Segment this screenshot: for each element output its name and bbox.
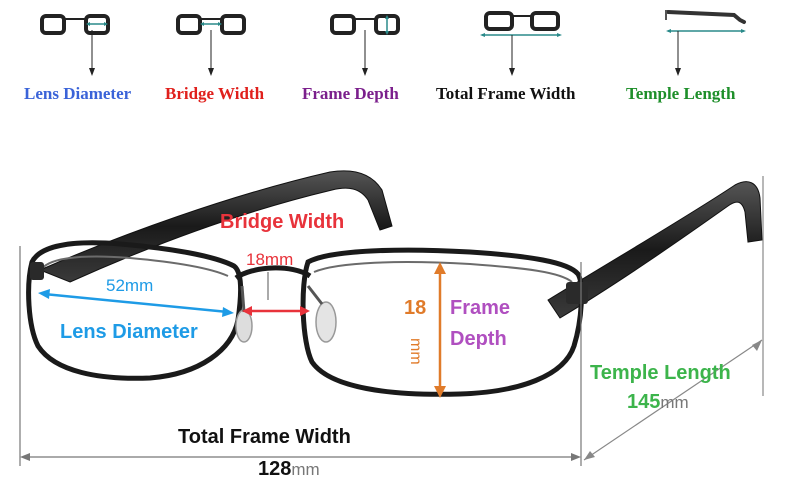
temple-length-number: 145 [627,391,661,413]
front-temple-arm [547,181,763,319]
total-frame-width-number: 128 [258,458,292,480]
temple-length-unit: mm [660,393,689,412]
legend-icons [40,10,746,76]
bridge [234,265,312,281]
temple-length-icon [665,10,746,76]
back-temple-arm [38,170,393,283]
temple-length-title: Temple Length [590,362,731,384]
legend-temple-length: Temple Length [626,84,736,103]
lens-diameter-icon [40,14,110,76]
temple-length-arrow [583,176,764,461]
hinge-right [566,282,588,304]
total-frame-width-arrow [19,246,582,466]
total-frame-width-unit: mm [291,460,320,479]
frame-depth-title-line1: Frame [450,297,511,319]
bridge-width-arrow [242,272,310,316]
bridge-width-title: Bridge Width [220,211,345,233]
frame-depth-title-line2: Depth [450,328,507,350]
legend-total-frame-width: Total Frame Width [436,84,576,103]
lens-diameter-title: Lens Diameter [60,321,198,343]
total-frame-width-title: Total Frame Width [178,426,351,448]
total-frame-width-measure: 128mm [258,458,320,481]
frame-depth-unit: mm [407,338,424,365]
frame-depth-number: 18 [404,297,427,319]
legend-lens-diameter: Lens Diameter [24,84,132,103]
frame-depth-arrow [434,262,446,398]
temple-length-measure: 145mm [627,391,689,414]
frame-depth-icon [330,14,400,76]
bridge-width-value: 18mm [246,250,294,269]
total-frame-width-icon [480,11,562,76]
hinge-left [30,262,44,280]
bridge-width-icon [176,14,246,76]
lens-diameter-arrow [38,289,234,317]
lens-diameter-value: 52mm [106,276,154,295]
legend-bridge-width: Bridge Width [165,84,265,103]
right-lens-frame [300,247,584,397]
legend-frame-depth: Frame Depth [302,84,399,103]
nose-pad-right [315,301,337,343]
